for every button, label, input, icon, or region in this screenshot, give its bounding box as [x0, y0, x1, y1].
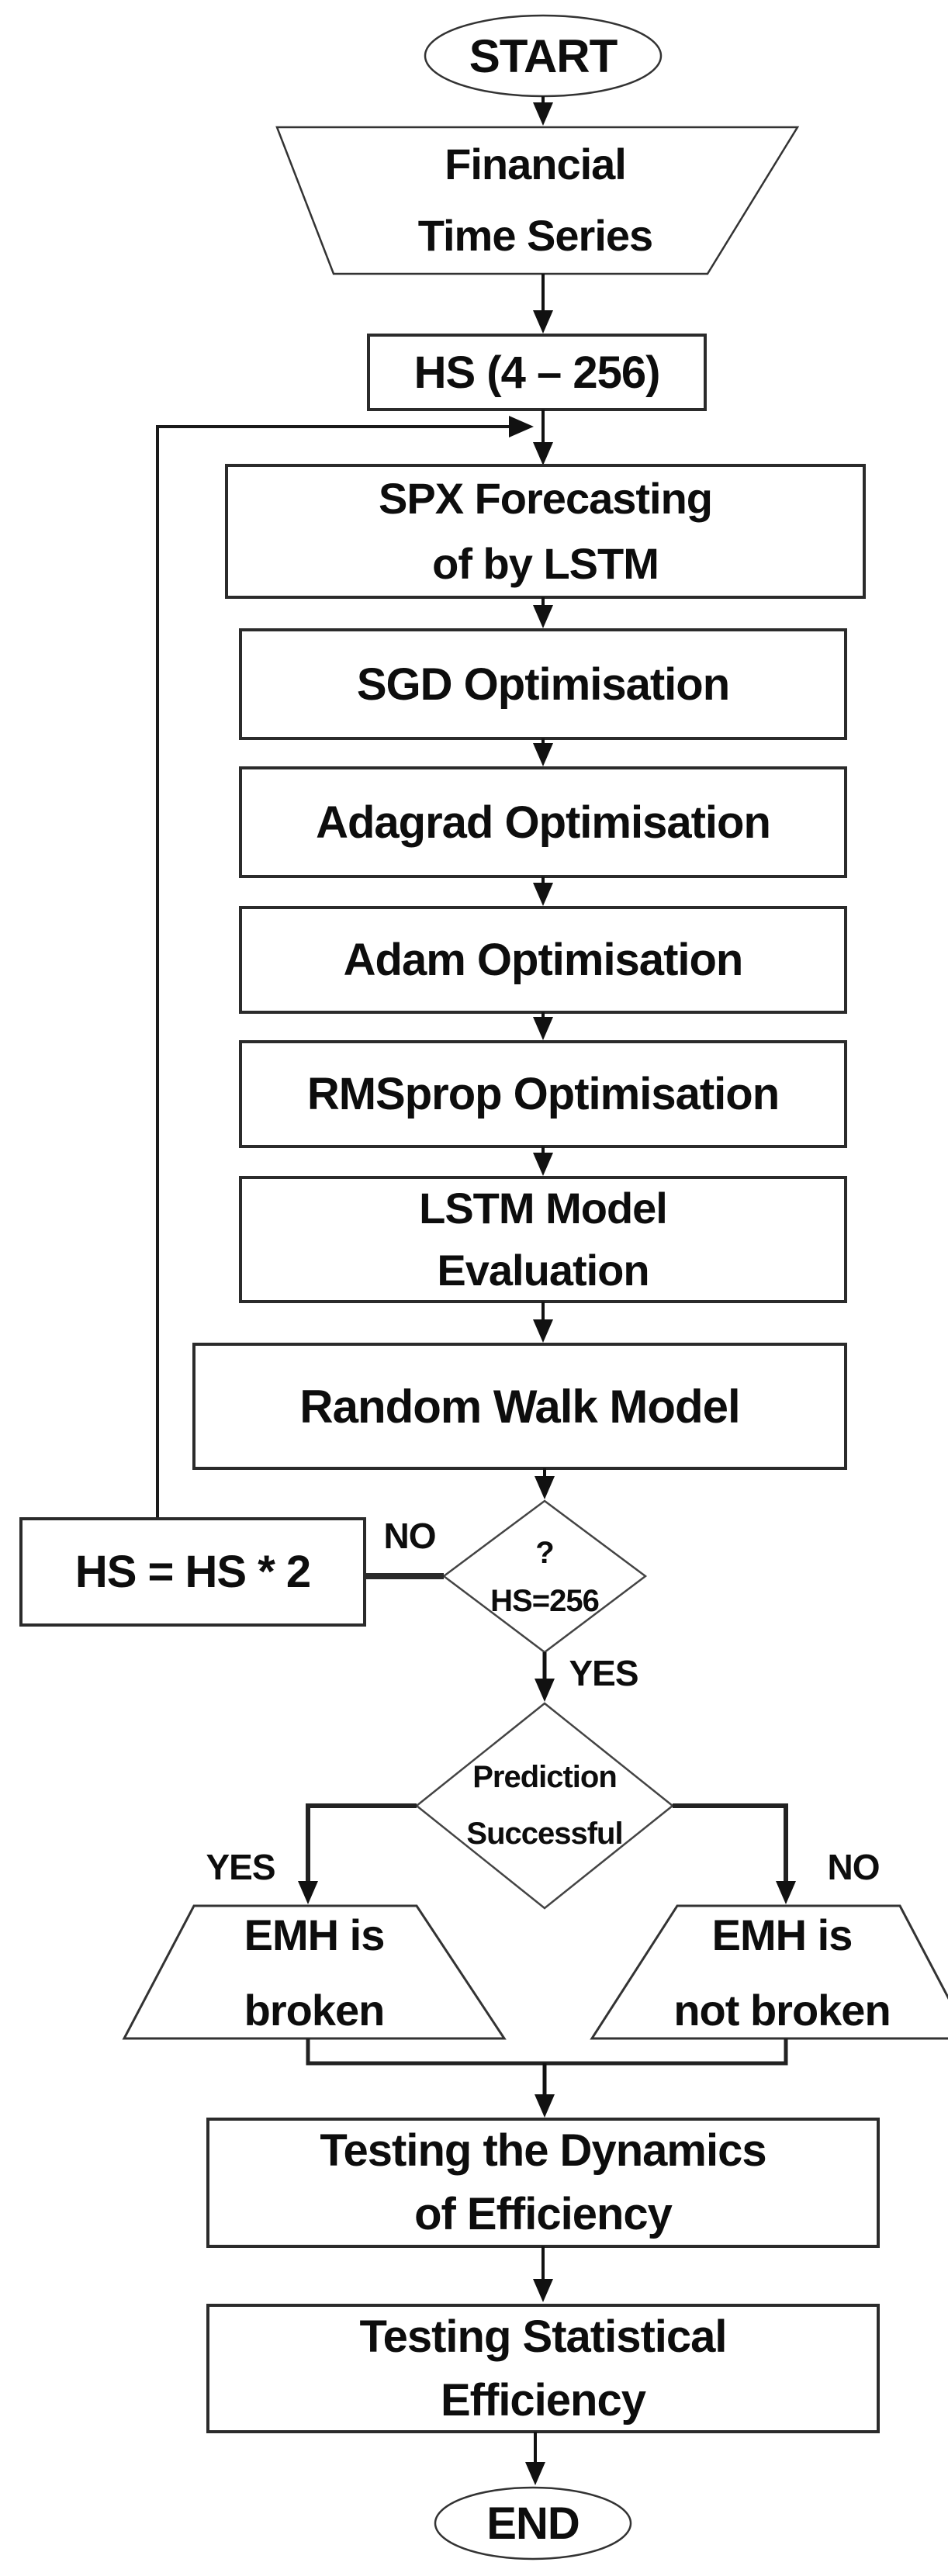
emh-broken-line1: EMH is [244, 1910, 386, 1959]
lstm-evaluation-label: LSTM Model Evaluation [240, 1177, 846, 1302]
hs-range-label: HS (4 – 256) [413, 347, 661, 398]
testing-statistical-line2: Efficiency [441, 2374, 646, 2426]
sgd-shape [239, 628, 847, 740]
random-walk-label: Random Walk Model [299, 1380, 740, 1433]
random-walk-shape [192, 1343, 847, 1470]
loop-back-line [156, 425, 509, 1519]
emh-broken-line2: broken [244, 1986, 386, 2035]
testing-statistical-line1: Testing Statistical [359, 2311, 727, 2362]
financial-time-series-line2: Time Series [417, 211, 653, 260]
end-terminator-shape [434, 2486, 632, 2560]
edge-label-yes-left: YES [206, 1847, 275, 1887]
prediction-label: Prediction Successful [417, 1738, 673, 1874]
spx-forecasting-label: SPX Forecasting of by LSTM [227, 467, 864, 596]
adagrad-label: Adagrad Optimisation [316, 797, 771, 848]
emh-not-broken-shape [590, 1904, 948, 2040]
adam-shape [239, 906, 847, 1014]
yes-branch-arrow-head [298, 1881, 318, 1904]
arrow-financial-to-hs-range-head [533, 310, 553, 334]
arrow-merge-to-dynamics-head [535, 2094, 555, 2118]
edge-label-no-right: NO [827, 1847, 881, 1887]
yes-branch-line [306, 1803, 417, 1884]
arrow-start-to-financial-head [533, 102, 553, 126]
adagrad-shape [239, 766, 847, 878]
hs-double-shape [19, 1517, 366, 1627]
start-label: START [469, 29, 618, 82]
sgd-label: SGD Optimisation [356, 659, 730, 710]
testing-dynamics-shape [206, 2118, 880, 2248]
emh-broken-label: EMH is broken [136, 1910, 493, 2035]
spx-forecasting-line2: of by LSTM [432, 539, 659, 588]
arrow-lstm-to-randomwalk-head [533, 1319, 553, 1343]
arrow-dynamics-to-statistical-head [533, 2279, 553, 2302]
yes-connector-hscheck-to-prediction-head [535, 1679, 555, 1702]
testing-dynamics-label: Testing the Dynamics of Efficiency [208, 2119, 878, 2246]
emh-not-broken-line2: not broken [673, 1986, 891, 2035]
financial-time-series-label: Financial Time Series [295, 133, 776, 267]
arrow-randomwalk-to-hscheck-head [535, 1476, 555, 1499]
financial-time-series-shape [275, 126, 800, 275]
arrow-adam-to-rmsprop-head [533, 1017, 553, 1040]
merge-connector-line [306, 2038, 788, 2066]
lstm-evaluation-line1: LSTM Model [419, 1184, 668, 1233]
arrow-spx-to-sgd-head [533, 605, 553, 628]
lstm-evaluation-shape [239, 1176, 847, 1303]
edge-label-no-top: NO [383, 1516, 437, 1556]
no-branch-arrow-head [776, 1881, 796, 1904]
emh-not-broken-line1: EMH is [711, 1910, 853, 1959]
edge-label-yes-mid: YES [569, 1653, 638, 1693]
testing-statistical-label: Testing Statistical Efficiency [208, 2305, 878, 2432]
testing-statistical-shape [206, 2304, 880, 2433]
no-branch-line [673, 1803, 788, 1884]
end-label: END [486, 2498, 580, 2549]
prediction-line2: Successful [466, 1817, 623, 1851]
emh-broken-shape [122, 1904, 507, 2040]
loop-back-arrow-head [509, 416, 534, 437]
arrow-rmsprop-to-lstm-head [533, 1153, 553, 1176]
lstm-evaluation-line2: Evaluation [437, 1246, 649, 1295]
spx-forecasting-line1: SPX Forecasting [378, 474, 713, 523]
arrow-adagrad-to-adam-head [533, 883, 553, 906]
arrow-hs-range-to-spx-head [533, 442, 553, 465]
rmsprop-shape [239, 1040, 847, 1148]
spx-forecasting-shape [225, 464, 866, 599]
hs-check-line1: ? [535, 1536, 554, 1570]
adam-label: Adam Optimisation [343, 935, 744, 985]
hs-range-shape [367, 334, 707, 411]
arrow-sgd-to-adagrad-head [533, 743, 553, 766]
prediction-line1: Prediction [472, 1760, 618, 1794]
financial-time-series-line1: Financial [445, 140, 627, 188]
hs-check-label: ? HS=256 [444, 1519, 645, 1635]
hs-double-label: HS = HS * 2 [74, 1547, 311, 1597]
hs-check-line2: HS=256 [490, 1584, 600, 1618]
arrow-statistical-to-end-head [525, 2462, 545, 2485]
testing-dynamics-line2: of Efficiency [414, 2189, 673, 2239]
emh-not-broken-label: EMH is not broken [604, 1910, 948, 2035]
prediction-decision-shape [414, 1702, 675, 1910]
testing-dynamics-line1: Testing the Dynamics [320, 2125, 766, 2176]
rmsprop-label: RMSprop Optimisation [306, 1069, 780, 1119]
